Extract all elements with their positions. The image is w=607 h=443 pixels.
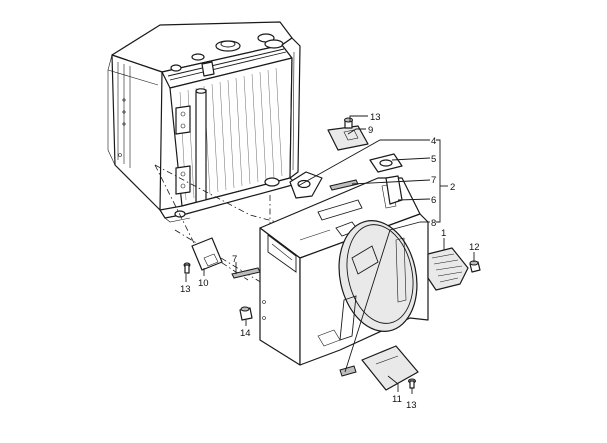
bracket-9	[327, 125, 369, 151]
callout-5: 5	[431, 154, 436, 165]
callout-1: 1	[441, 228, 446, 239]
cover-11	[361, 345, 419, 391]
seal-7-left	[231, 267, 261, 279]
callout-4: 4	[431, 136, 436, 147]
callout-2: 2	[450, 182, 455, 193]
callout-12: 12	[469, 242, 480, 253]
callout-labels: 13 9 4 5 7 2 6 8 1 12 7 13 10 14 11 13	[180, 112, 480, 411]
callout-6: 6	[431, 195, 436, 206]
bolt-13-left	[183, 262, 191, 274]
bolt-13-top	[344, 117, 353, 129]
callout-13-top: 13	[370, 112, 381, 123]
callout-8: 8	[431, 218, 436, 229]
plate-4	[289, 171, 323, 199]
bolt-13-bottom	[408, 378, 416, 389]
callout-13-bottom: 13	[406, 400, 417, 411]
callout-14: 14	[240, 328, 251, 339]
callout-7-top: 7	[431, 175, 436, 186]
callout-7-left: 7	[232, 254, 237, 265]
plate-5	[369, 153, 403, 173]
radiator-assembly	[107, 21, 301, 223]
leader-lines	[185, 115, 475, 394]
fan-shroud	[259, 177, 429, 366]
seal-bottom	[339, 365, 357, 377]
clip-14	[239, 306, 253, 321]
callout-11: 11	[392, 394, 402, 405]
callout-9: 9	[368, 125, 373, 136]
cover-10	[191, 237, 223, 271]
callout-13-left: 13	[180, 284, 191, 295]
bolt-12	[469, 260, 481, 273]
guard-1	[427, 247, 469, 291]
callout-10: 10	[198, 278, 209, 289]
